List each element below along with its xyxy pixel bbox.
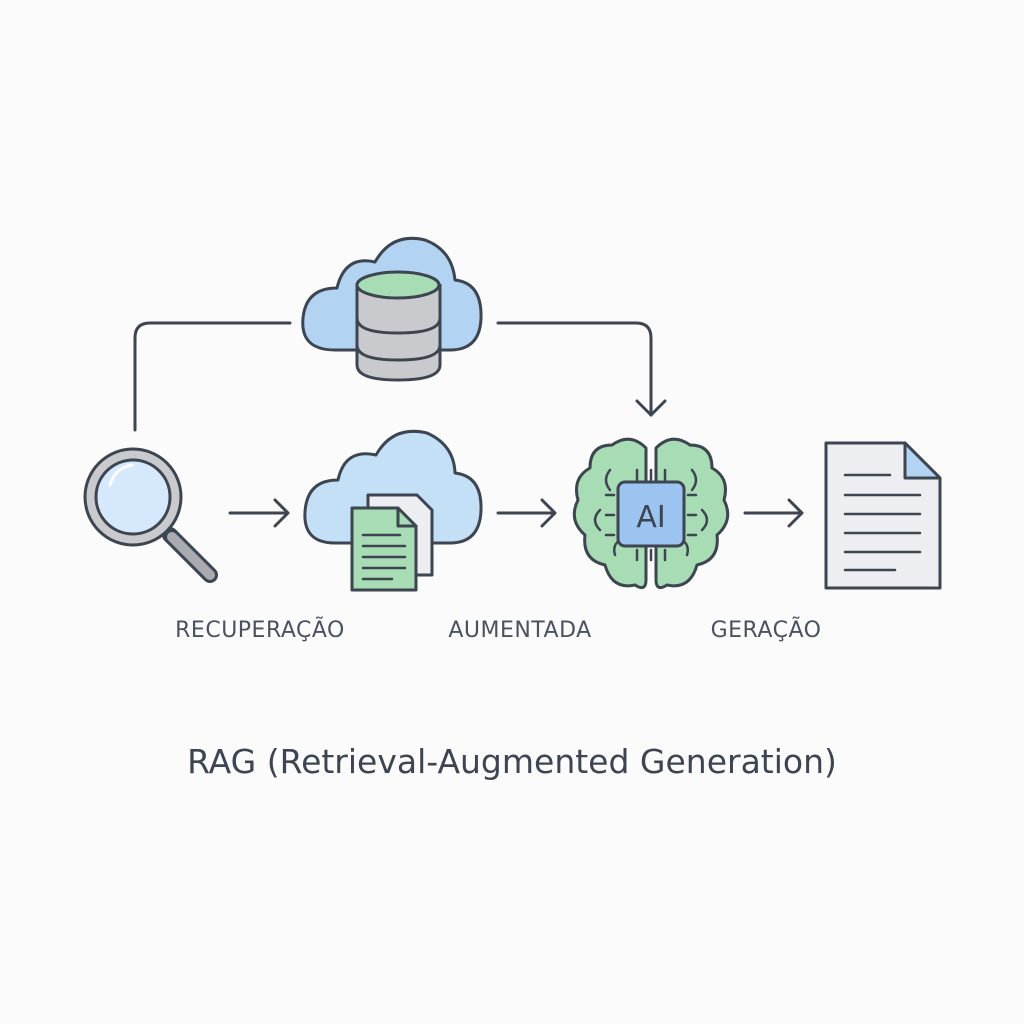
magnifier-icon bbox=[83, 447, 218, 583]
ai-chip-label: AI bbox=[636, 500, 665, 535]
cloud-database-icon bbox=[301, 236, 483, 382]
brain-ai-icon bbox=[572, 437, 730, 590]
arrow-right-icon bbox=[228, 498, 290, 528]
arrow-right-icon bbox=[743, 498, 804, 528]
label-generation: GERAÇÃO bbox=[710, 618, 822, 643]
diagram-title: RAG (Retrieval-Augmented Generation) bbox=[187, 742, 837, 781]
connector-search-to-db bbox=[133, 321, 292, 432]
label-retrieval: RECUPERAÇÃO bbox=[175, 618, 345, 643]
arrowhead-down-icon bbox=[635, 399, 667, 417]
cloud-documents-icon bbox=[303, 429, 483, 592]
arrow-right-icon bbox=[496, 498, 557, 528]
label-augmented: AUMENTADA bbox=[448, 618, 592, 643]
connector-db-to-brain bbox=[496, 321, 653, 417]
output-document-icon bbox=[824, 441, 942, 590]
